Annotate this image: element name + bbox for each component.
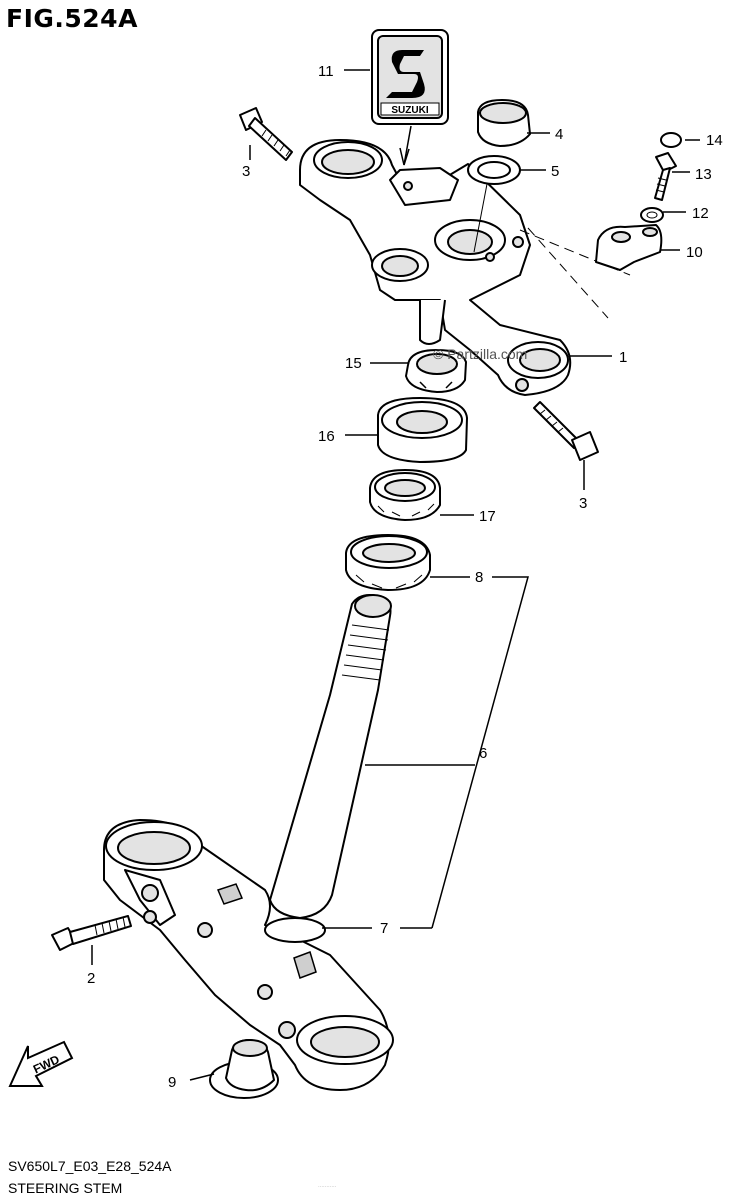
leader-lines: [91, 69, 700, 1081]
part-2-bolt[interactable]: [51, 915, 132, 951]
part-3-lower-bolt[interactable]: [533, 401, 599, 461]
callout-2: 2: [87, 970, 95, 987]
part-4-cap[interactable]: [477, 99, 531, 147]
part-1-upper-bracket[interactable]: [299, 139, 572, 396]
watermark: © Partzilla.com: [433, 346, 528, 362]
callout-8: 8: [475, 569, 483, 586]
figure-title: FIG.524A: [6, 4, 138, 33]
part-6-steering-stem[interactable]: [269, 594, 392, 919]
callout-6: 6: [479, 745, 487, 762]
callout-1: 1: [619, 349, 627, 366]
callout-16: 16: [318, 428, 335, 445]
callout-10: 10: [686, 244, 703, 261]
callout-3-upper: 3: [242, 163, 250, 180]
callout-14: 14: [706, 132, 723, 149]
part-14-cap[interactable]: [660, 132, 682, 148]
part-12-washer[interactable]: [640, 207, 664, 223]
callout-12: 12: [692, 205, 709, 222]
figure-name: STEERING STEM: [8, 1180, 123, 1196]
part-7-lower-bracket[interactable]: [103, 819, 394, 1091]
part-8-bearing[interactable]: [345, 534, 431, 591]
callout-11: 11: [318, 63, 334, 80]
callout-4: 4: [555, 126, 563, 143]
part-15-nut[interactable]: [405, 349, 467, 393]
part-11-suzuki-emblem[interactable]: SUZUKI: [371, 29, 449, 125]
part-3-upper-bolt[interactable]: [239, 107, 293, 161]
figure-code: SV650L7_E03_E28_524A: [8, 1158, 172, 1174]
part-13-bolt[interactable]: [654, 152, 677, 201]
part-9-cap[interactable]: [209, 1039, 279, 1099]
callout-17: 17: [479, 508, 496, 525]
callout-9: 9: [168, 1074, 176, 1091]
part-17-bearing[interactable]: [369, 469, 441, 521]
part-10-handlebar-clamp[interactable]: [595, 224, 663, 271]
credit-text: ...........: [318, 1183, 337, 1189]
callout-3-lower: 3: [579, 495, 587, 512]
callout-7: 7: [380, 920, 388, 937]
emblem-logo-text: SUZUKI: [391, 105, 428, 116]
fwd-arrow-icon: FWD: [8, 1040, 74, 1087]
part-5-washer[interactable]: [467, 155, 521, 185]
callout-13: 13: [695, 166, 712, 183]
callout-5: 5: [551, 163, 559, 180]
callout-15: 15: [345, 355, 362, 372]
part-16-seal[interactable]: [377, 397, 468, 463]
